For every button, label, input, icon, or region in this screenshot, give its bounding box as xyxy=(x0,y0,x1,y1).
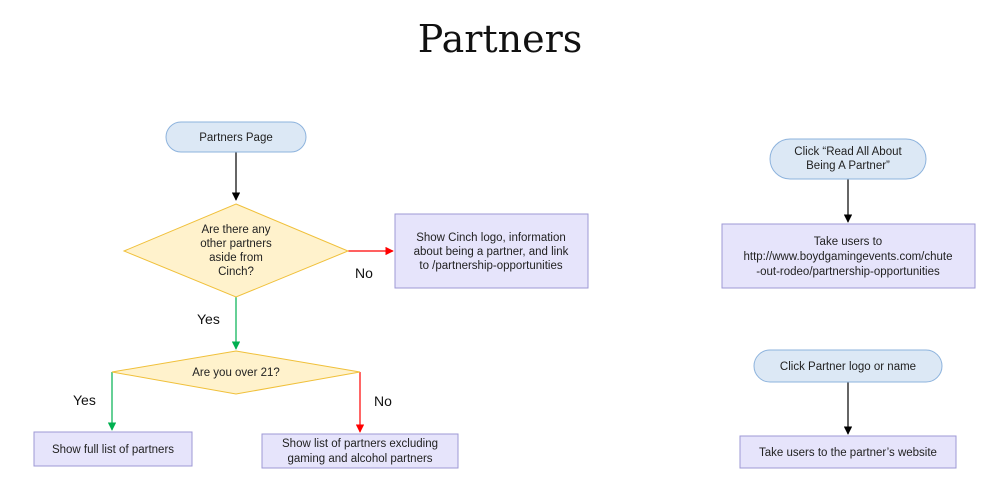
edge-label-no: No xyxy=(374,393,392,409)
edge-label-yes: Yes xyxy=(73,392,96,408)
node-label-line: Are there any xyxy=(201,224,270,236)
node-label-line: aside from xyxy=(209,252,263,264)
node-label: Take users to the partner’s website xyxy=(759,447,937,459)
node-decision-over-21: Are you over 21? xyxy=(111,350,361,395)
node-take-users-url: Take users to http://www.boydgamingevent… xyxy=(721,223,976,289)
node-label-line: Click “Read All About xyxy=(794,146,902,158)
node-decision-other-partners: Are there any other partners aside from … xyxy=(122,203,350,298)
node-partners-page: Partners Page xyxy=(165,121,307,153)
node-click-partner-logo: Click Partner logo or name xyxy=(753,349,943,383)
node-show-cinch: Show Cinch logo, information about being… xyxy=(394,213,589,289)
node-label-line: Cinch? xyxy=(218,266,254,278)
node-label-line: gaming and alcohol partners xyxy=(287,453,432,465)
node-label-line: other partners xyxy=(200,238,272,250)
node-label-line: Show list of partners excluding xyxy=(282,438,438,450)
node-label-line: http://www.boydgamingevents.com/chute xyxy=(743,251,952,263)
node-label-line: about being a partner, and link xyxy=(414,246,569,258)
node-label-line: Take users to xyxy=(814,236,882,248)
node-show-excluding: Show list of partners excluding gaming a… xyxy=(261,433,459,469)
node-label-line: Show Cinch logo, information xyxy=(416,232,566,244)
node-label-line: -out-rodeo/partnership-opportunities xyxy=(756,266,940,278)
node-show-full-list: Show full list of partners xyxy=(33,431,193,467)
node-label: Partners Page xyxy=(199,132,273,144)
node-label-line: to /partnership-opportunities xyxy=(419,260,562,272)
node-label: Click Partner logo or name xyxy=(780,361,916,373)
edge-label-yes: Yes xyxy=(197,311,220,327)
node-label-line: Being A Partner” xyxy=(806,160,890,172)
node-label: Are you over 21? xyxy=(192,367,280,379)
node-take-users-partner: Take users to the partner’s website xyxy=(739,435,957,469)
node-click-read-all: Click “Read All About Being A Partner” xyxy=(769,138,927,180)
edge-label-no: No xyxy=(355,265,373,281)
page-title: Partners xyxy=(418,17,583,61)
node-label: Show full list of partners xyxy=(52,444,174,456)
connectors xyxy=(107,152,853,435)
